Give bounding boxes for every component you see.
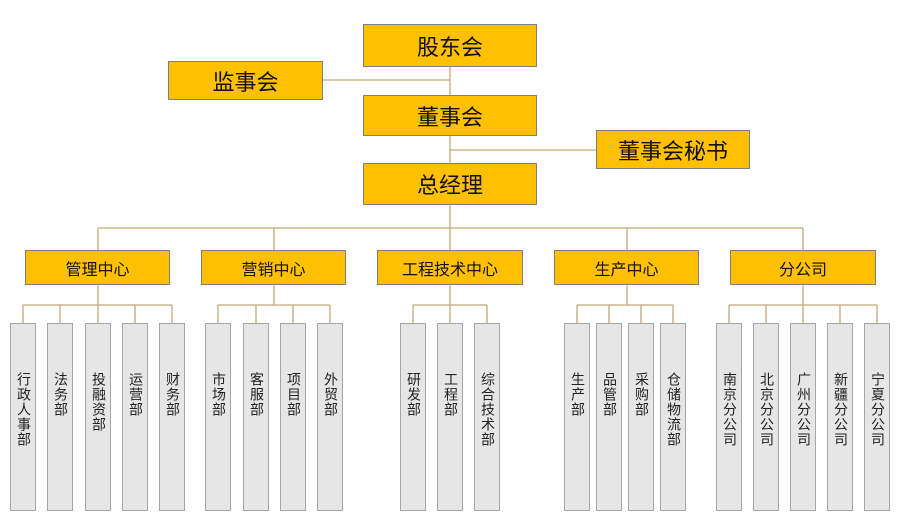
dept-box: 研发部 [400, 323, 426, 511]
gm-box: 总经理 [363, 163, 537, 205]
dept-box: 采购部 [628, 323, 654, 511]
dept-label: 外贸部 [322, 372, 338, 417]
dept-label: 财务部 [164, 372, 180, 417]
dept-label: 仓储物流部 [665, 372, 681, 447]
dept-box: 北京分公司 [753, 323, 779, 511]
dept-box: 广州分公司 [790, 323, 816, 511]
dept-label: 新疆分公司 [832, 372, 848, 447]
dept-box: 客服部 [243, 323, 269, 511]
center-marketing: 营销中心 [201, 250, 346, 285]
dept-label: 市场部 [210, 372, 226, 417]
dept-label: 南京分公司 [721, 372, 737, 447]
shareholders-box: 股东会 [363, 24, 537, 67]
center-production: 生产中心 [554, 250, 699, 285]
dept-label: 运营部 [127, 372, 143, 417]
board-box: 董事会 [363, 95, 537, 136]
dept-box: 法务部 [47, 323, 73, 511]
dept-box: 综合技术部 [474, 323, 500, 511]
dept-box: 外贸部 [317, 323, 343, 511]
dept-box: 南京分公司 [716, 323, 742, 511]
dept-label: 研发部 [405, 372, 421, 417]
dept-label: 采购部 [633, 372, 649, 417]
dept-box: 生产部 [564, 323, 590, 511]
dept-label: 投融资部 [90, 372, 106, 432]
dept-label: 北京分公司 [758, 372, 774, 447]
dept-label: 行政人事部 [15, 372, 31, 447]
dept-label: 品管部 [601, 372, 617, 417]
center-management: 管理中心 [25, 250, 170, 285]
dept-label: 综合技术部 [479, 372, 495, 447]
dept-label: 客服部 [248, 372, 264, 417]
dept-label: 法务部 [52, 372, 68, 417]
center-branches: 分公司 [730, 250, 876, 285]
dept-box: 仓储物流部 [660, 323, 686, 511]
dept-box: 项目部 [280, 323, 306, 511]
dept-box: 品管部 [596, 323, 622, 511]
supervisors-box: 监事会 [168, 61, 323, 100]
dept-label: 宁夏分公司 [869, 372, 885, 447]
dept-box: 投融资部 [85, 323, 111, 511]
dept-box: 行政人事部 [10, 323, 36, 511]
dept-label: 项目部 [285, 372, 301, 417]
center-engineering: 工程技术中心 [377, 250, 523, 285]
dept-box: 新疆分公司 [827, 323, 853, 511]
dept-box: 宁夏分公司 [864, 323, 890, 511]
secretary-box: 董事会秘书 [596, 130, 750, 169]
dept-box: 工程部 [437, 323, 463, 511]
dept-label: 生产部 [569, 372, 585, 417]
dept-box: 财务部 [159, 323, 185, 511]
dept-label: 工程部 [442, 372, 458, 417]
dept-box: 市场部 [205, 323, 231, 511]
dept-label: 广州分公司 [795, 372, 811, 447]
dept-box: 运营部 [122, 323, 148, 511]
